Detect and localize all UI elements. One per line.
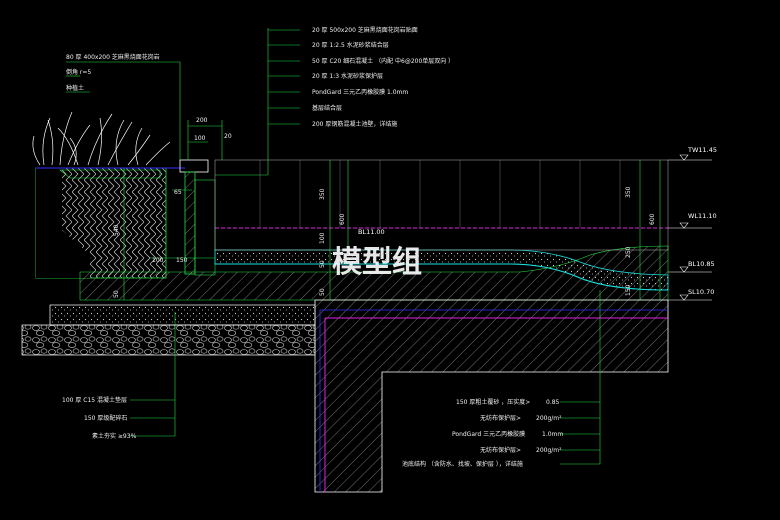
callout-left-3: 种植土 <box>66 84 84 92</box>
callout-top-2: 20 厚 1:2.5 水泥砂浆结合层 <box>312 41 389 49</box>
mid-dimension-chain <box>329 160 349 300</box>
dim-mid-50: 50 <box>319 260 326 268</box>
callout-right-3-value: 1.0mm <box>542 431 563 438</box>
top-dimension-chain <box>187 120 223 160</box>
dim-right-250: 250 <box>625 246 632 258</box>
watermark-text: 模型组 <box>332 245 422 280</box>
callout-right-2: 无纺布保护层> <box>480 414 521 422</box>
dim-base-50: 50 <box>113 290 120 298</box>
callout-leaders-right-bottom <box>560 290 601 465</box>
pool-wall-inner <box>194 179 216 276</box>
coping-stone <box>179 159 209 173</box>
callout-top-5: PondGard 三元乙丙橡胶膜 1.0mm <box>312 88 408 96</box>
callout-left-bottom-1: 100 厚 C15 混凝土垫层 <box>62 396 127 404</box>
dim-right-350: 350 <box>625 186 632 198</box>
plant-shrubs <box>32 111 171 166</box>
dim-mid-50b: 50 <box>319 288 326 296</box>
callout-leaders-left-top <box>66 61 181 160</box>
callout-right-3: PondGard 三元乙丙橡胶膜 <box>452 430 525 438</box>
callout-top-7: 200 厚钢筋混凝土池壁，详结施 <box>312 120 397 128</box>
callout-left-bottom-3: 素土夯实 ≥93% <box>92 432 137 440</box>
dim-top-100: 100 <box>194 135 206 142</box>
dim-mid-600: 600 <box>339 213 346 225</box>
callout-leaders-top <box>215 28 300 176</box>
callout-top-1: 20 厚 500x200 芝麻黑烧面花岗岩贴面 <box>312 26 418 34</box>
level-bl-bottom: BL11.00 <box>358 228 385 236</box>
retaining-wall-left <box>35 167 167 279</box>
dim-top-20: 20 <box>224 133 232 140</box>
dim-right-600: 600 <box>649 213 656 225</box>
callout-top-6: 基层结合层 <box>312 104 342 112</box>
level-wl: WL11.10 <box>688 212 717 220</box>
level-markers <box>668 154 712 301</box>
callout-top-3: 50 厚 C20 细石混凝土 （内配 中6@200单层双向 ） <box>312 57 454 65</box>
right-dimension-chain <box>639 160 661 300</box>
callout-leaders-left-bottom <box>130 312 176 437</box>
pool-water-zone <box>214 159 669 251</box>
callout-right-1: 150 厚粗土覆砂 ，压实度> <box>456 398 530 406</box>
dim-left-540: 540 <box>113 224 120 236</box>
dim-mid-350: 350 <box>319 188 326 200</box>
dim-right-150: 150 <box>625 284 632 296</box>
level-bl: BL10.85 <box>688 260 715 268</box>
callout-top-4: 20 厚 1:3 水泥砂浆保护层 <box>312 72 383 80</box>
callout-right-5: 池底结构 （含防水、找坡、保护层 ），详结施 <box>402 460 523 468</box>
level-sl: SL10.70 <box>688 288 714 296</box>
dim-base-100: 100 <box>152 257 164 264</box>
vertical-grid-lines <box>259 160 621 228</box>
callout-right-1-value: 0.85 <box>546 399 560 406</box>
level-tw: TW11.45 <box>687 146 717 154</box>
callout-right-4: 无纺布保护层> <box>480 446 521 454</box>
callout-right-2-value: 200g/m² <box>536 415 562 422</box>
foundation-slabs <box>21 304 316 356</box>
dim-wall-65: 65 <box>174 189 182 196</box>
left-dimension-chain <box>123 168 215 300</box>
callout-left-1: 80 厚 400x200 芝麻黑烧面花岗岩 <box>66 53 160 61</box>
pool-bed-layers <box>79 245 669 301</box>
callout-right-4-value: 200g/m² <box>536 447 562 454</box>
dim-mid-100: 100 <box>319 232 326 244</box>
callout-left-2: 倒角 r=5 <box>66 68 91 76</box>
callout-left-bottom-2: 150 厚级配碎石 <box>84 414 127 422</box>
dim-top-200: 200 <box>196 117 208 124</box>
dim-base-150: 150 <box>176 257 188 264</box>
